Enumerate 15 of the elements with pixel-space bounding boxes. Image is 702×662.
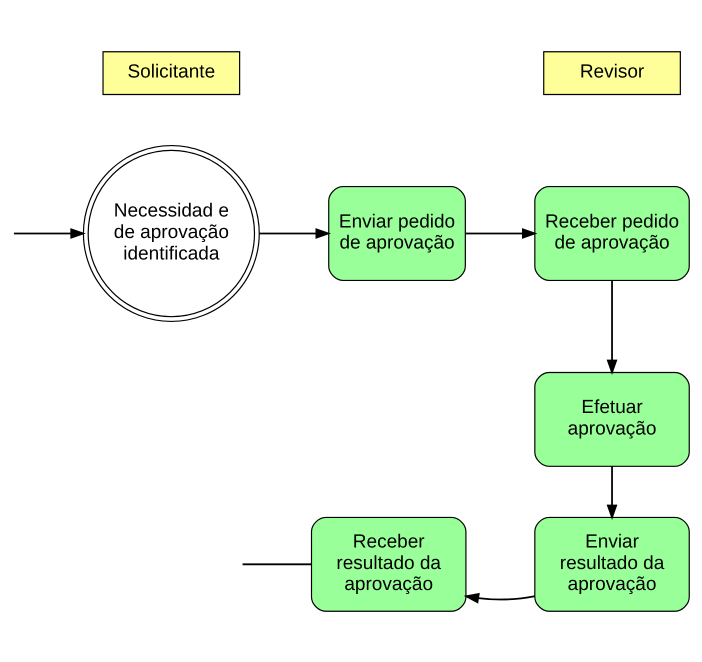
arrow bbox=[14, 228, 86, 238]
node-box: Enviar pedido de aprovação bbox=[328, 186, 466, 281]
node-box: Revisor bbox=[543, 50, 681, 95]
arrow bbox=[606, 466, 618, 520]
node-box: Solicitante bbox=[102, 50, 240, 95]
node-box: Efetuar aprovação bbox=[534, 371, 690, 466]
arrow bbox=[464, 592, 535, 604]
connector bbox=[242, 562, 312, 565]
node-box: Enviar resultado da aprovação bbox=[534, 516, 690, 612]
arrow bbox=[606, 280, 618, 375]
arrow bbox=[260, 228, 331, 238]
node-box: Receber resultado da aprovação bbox=[310, 516, 467, 612]
node-circle: Necessidad e de aprovação identificada bbox=[82, 144, 260, 322]
arrow bbox=[465, 228, 538, 238]
node-box: Receber pedido de aprovação bbox=[534, 186, 690, 281]
